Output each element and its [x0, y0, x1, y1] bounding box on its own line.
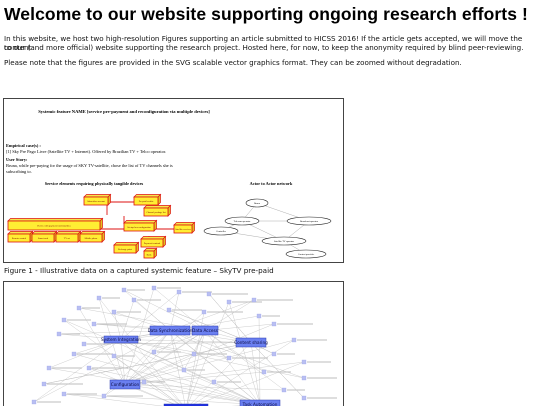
empirical-label: Empirical case(s) :: [6, 143, 41, 148]
service-element-box: Satellite receiver: [174, 223, 195, 234]
actor-node: Telecom operator: [225, 217, 259, 225]
major-node-label: Data Access: [192, 328, 218, 333]
service-element-label: Device with payment functionalities: [37, 225, 70, 228]
service-element-label: Bank: [147, 255, 153, 257]
minor-node: [207, 292, 248, 296]
service-element-box: Payment terminal: [141, 237, 166, 248]
service-element-box: Recharge point: [114, 243, 139, 254]
actor-node: Bruna: [246, 199, 268, 207]
actor-label: Content provider: [298, 253, 314, 256]
major-node: Content sharing: [234, 338, 268, 347]
major-node: Configuration: [110, 380, 140, 389]
service-element-label: Payment terminal: [144, 243, 161, 245]
service-element-label: Remote control: [12, 238, 27, 240]
minor-node: [252, 298, 293, 302]
minor-node: [272, 352, 295, 356]
service-element-box: Mobile phone: [80, 232, 105, 243]
svg-note: Please note that the figures are provide…: [4, 59, 538, 68]
minor-node: [302, 396, 337, 400]
minor-node: [152, 286, 181, 290]
service-element-box: Smart card: [32, 232, 57, 243]
actor-node: Satellite TV operator: [262, 237, 306, 245]
major-node-label: Task Automation: [242, 402, 278, 406]
actor-node: Content provider: [286, 250, 326, 258]
minor-node: [292, 338, 327, 342]
service-element-label: TV set: [64, 238, 71, 240]
intro-line-2: to our (and more official) website suppo…: [4, 44, 538, 53]
minor-node: [77, 306, 100, 310]
minor-node: [282, 388, 305, 392]
service-element-box: Bank: [144, 249, 157, 259]
service-element-box: Subscriber account: [84, 195, 111, 206]
actor-node: Controller: [204, 227, 238, 235]
minor-node: [272, 322, 313, 326]
service-element-label: Recharge point: [118, 248, 132, 251]
minor-node: [302, 376, 337, 380]
fig2-minor-nodes: [32, 286, 337, 404]
fig1-heading: Systemic feature NAME [service pre-payme…: [38, 109, 210, 114]
actor-label: Satellite TV operator: [274, 240, 294, 243]
minor-node: [262, 370, 291, 374]
major-node-label: Data Synchronization: [148, 328, 193, 333]
minor-node: [227, 356, 268, 360]
major-node: System Integration: [101, 336, 141, 343]
service-element-label: Pre-paid credits: [139, 201, 154, 203]
minor-node: [302, 360, 331, 364]
service-element-box: Device with payment functionalities: [8, 219, 103, 231]
service-element-label: Smart card: [38, 238, 49, 240]
minor-node: [97, 296, 120, 300]
minor-node: [212, 380, 241, 384]
minor-node: [177, 290, 212, 294]
service-element-box: Channel package list: [144, 206, 171, 217]
service-element-box: Pre-paid credits: [134, 195, 161, 206]
actor-node: Broadcast operator: [287, 217, 331, 225]
actor-label: Telecom operator: [234, 220, 251, 223]
figure-1-systemic-feature[interactable]: Systemic feature NAME [service pre-payme…: [3, 98, 344, 263]
minor-node: [62, 318, 91, 322]
figure-1-caption: Figure 1 - Illustrative data on a captur…: [4, 266, 274, 275]
service-element-label: Channel package list: [146, 211, 165, 214]
service-element-label: Mobile phone: [85, 238, 98, 240]
major-node-label: Content sharing: [234, 340, 268, 345]
left-section-title: Service elements requiring physically ta…: [45, 181, 144, 186]
actor-label: Controller: [216, 230, 226, 233]
actor-label: Bruna: [254, 202, 261, 205]
major-node: Data Access: [192, 326, 218, 335]
empirical-text: [1] Sky Pre Pago Livre (Satellite TV + I…: [6, 149, 166, 154]
service-element-box: TV set: [56, 232, 81, 243]
actor-label: Broadcast operator: [300, 220, 318, 223]
user-story-line-2: subscribing to.: [6, 169, 32, 174]
minor-node: [102, 394, 143, 398]
major-node-label: System Integration: [101, 337, 141, 342]
service-element-label: Set-top box configuration: [127, 226, 151, 229]
minor-node: [42, 382, 83, 386]
service-element-label: Satellite receiver: [175, 229, 191, 231]
major-node-label: Configuration: [111, 382, 140, 387]
major-node: Data Synchronization: [148, 326, 193, 335]
minor-node: [122, 288, 145, 292]
right-section-title: Actor to Actor network: [250, 181, 293, 186]
user-story-label: User Story:: [6, 157, 28, 162]
service-element-label: Subscriber account: [87, 201, 105, 203]
service-element-box: Set-top box configuration: [124, 221, 157, 232]
minor-node: [112, 310, 141, 314]
page-title: Welcome to our website supporting ongoin…: [4, 4, 528, 25]
major-node: Task Automation: [240, 400, 280, 406]
minor-node: [112, 354, 135, 358]
service-element-box: Remote control: [8, 232, 33, 243]
fig1-service-elements: Subscriber account Pre-paid creditsChanne…: [8, 195, 195, 259]
minor-node: [257, 314, 280, 318]
minor-node: [152, 350, 181, 354]
minor-node: [87, 366, 128, 370]
